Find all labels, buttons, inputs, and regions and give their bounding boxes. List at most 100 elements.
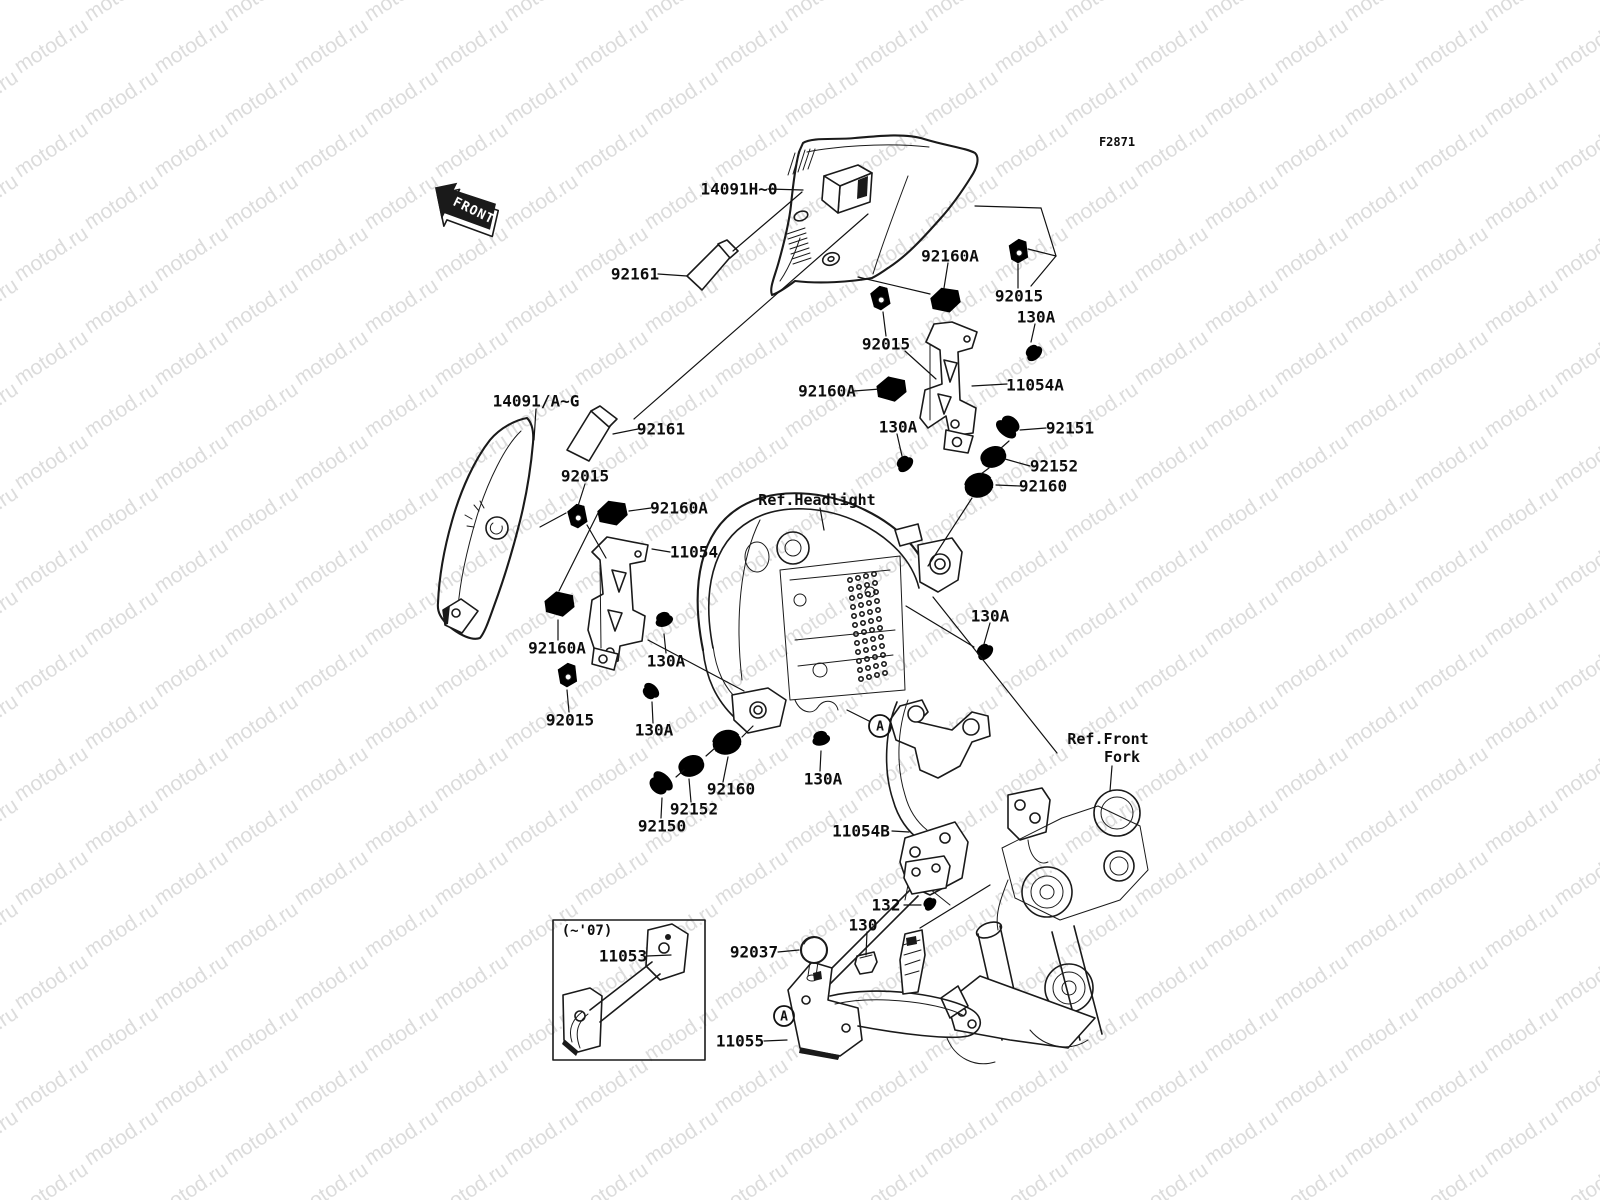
- watermark-text: motod.ru: [1480, 1002, 1562, 1066]
- part-label-11055: 11055: [716, 1032, 764, 1051]
- watermark-text: motod.ru: [780, 586, 862, 650]
- watermark-text: motod.ru: [0, 66, 22, 130]
- part-trim-92161-top: [686, 239, 739, 291]
- part-windshield-14091ag: [436, 416, 535, 640]
- assembly-line: [675, 769, 685, 778]
- watermark-text: motod.ru: [1130, 430, 1212, 494]
- a-marker-circle-1: [868, 714, 892, 738]
- watermark-text: motod.ru: [290, 118, 372, 182]
- watermark-text: motod.ru: [990, 1054, 1072, 1118]
- watermark-text: motod.ru: [1410, 430, 1492, 494]
- watermark-text: motod.ru: [10, 846, 92, 910]
- leader-line: [882, 311, 887, 337]
- watermark-text: motod.ru: [1270, 430, 1352, 494]
- leader-line: [628, 507, 652, 512]
- watermark-text: motod.ru: [1340, 1002, 1422, 1066]
- watermark-text: motod.ru: [1340, 378, 1422, 442]
- watermark-text: motod.ru: [430, 950, 512, 1014]
- watermark-text: motod.ru: [0, 0, 22, 26]
- watermark-text: motod.ru: [10, 14, 92, 78]
- watermark-text: motod.ru: [1060, 66, 1142, 130]
- watermark-text: motod.ru: [0, 898, 22, 962]
- watermark-text: motod.ru: [1270, 118, 1352, 182]
- leader-line: [896, 433, 903, 457]
- leader-line: [651, 548, 671, 553]
- assembly-line: [647, 639, 745, 692]
- watermark-text: motod.ru: [990, 846, 1072, 910]
- watermark-text: motod.ru: [570, 1054, 652, 1118]
- assembly-line: [846, 709, 870, 722]
- watermark-text: motod.ru: [1130, 14, 1212, 78]
- watermark-text: motod.ru: [430, 638, 512, 702]
- watermark-text: motod.ru: [1550, 1054, 1600, 1118]
- part-bracket-11054a: [919, 321, 978, 454]
- assembly-line: [586, 524, 607, 559]
- watermark-text: motod.ru: [10, 1054, 92, 1118]
- watermark-text: motod.ru: [990, 118, 1072, 182]
- watermark-text: motod.ru: [1340, 66, 1422, 130]
- watermark-text: motod.ru: [80, 66, 162, 130]
- part-plate-132: [903, 855, 951, 895]
- part-label-132: 132: [872, 896, 901, 915]
- watermark-text: motod.ru: [430, 430, 512, 494]
- watermark-text: motod.ru: [150, 118, 232, 182]
- watermark-text: motod.ru: [990, 222, 1072, 286]
- watermark-text: motod.ru: [710, 14, 792, 78]
- watermark-text: motod.ru: [1550, 1158, 1600, 1200]
- watermark-text: motod.ru: [1130, 1158, 1212, 1200]
- watermark-text: motod.ru: [1270, 14, 1352, 78]
- watermark-text: motod.ru: [1130, 742, 1212, 806]
- watermark-text: motod.ru: [290, 1054, 372, 1118]
- watermark-text: motod.ru: [710, 1158, 792, 1200]
- watermark-text: motod.ru: [640, 0, 722, 26]
- watermark-text: motod.ru: [1550, 742, 1600, 806]
- watermark-text: motod.ru: [570, 118, 652, 182]
- part-label-11054b: 11054B: [832, 822, 890, 841]
- watermark-text: motod.ru: [850, 222, 932, 286]
- watermark-text: motod.ru: [1410, 950, 1492, 1014]
- watermark-text: motod.ru: [1130, 118, 1212, 182]
- watermark-text: motod.ru: [1200, 898, 1282, 962]
- watermark-text: motod.ru: [1270, 326, 1352, 390]
- watermark-text: motod.ru: [1480, 378, 1562, 442]
- watermark-text: motod.ru: [360, 0, 442, 26]
- watermark-text: motod.ru: [360, 482, 442, 546]
- part-label-92160a-2: 92160A: [798, 382, 856, 401]
- assembly-line: [732, 191, 803, 252]
- watermark-text: motod.ru: [1270, 950, 1352, 1014]
- watermark-text: motod.ru: [1410, 1158, 1492, 1200]
- watermark-text: motod.ru: [1480, 794, 1562, 858]
- part-label-ref-headlight: Ref.Headlight: [758, 491, 875, 509]
- assembly-line: [857, 276, 931, 295]
- watermark-text: motod.ru: [290, 742, 372, 806]
- watermark-text: motod.ru: [430, 1158, 512, 1200]
- headlight-adjuster-knurl: [846, 570, 888, 682]
- watermark-text: motod.ru: [1130, 326, 1212, 390]
- watermark-text: motod.ru: [360, 274, 442, 338]
- watermark-text: motod.ru: [430, 118, 512, 182]
- watermark-text: motod.ru: [640, 1106, 722, 1170]
- watermark-text: motod.ru: [850, 430, 932, 494]
- watermark-text: motod.ru: [640, 1002, 722, 1066]
- leader-line: [971, 383, 1008, 387]
- watermark-text: motod.ru: [710, 430, 792, 494]
- watermark-text: motod.ru: [1410, 846, 1492, 910]
- part-label-92160a-3: 92160A: [650, 499, 708, 518]
- watermark-text: motod.ru: [10, 534, 92, 598]
- part-label-14091-ag: 14091/A~G: [493, 392, 580, 411]
- part-label-ref-fork-1: Ref.Front: [1067, 730, 1148, 748]
- watermark-text: motod.ru: [80, 794, 162, 858]
- watermark-text: motod.ru: [1480, 0, 1562, 26]
- part-label-figure-code: F2871: [1099, 135, 1135, 149]
- watermark-text: motod.ru: [80, 1002, 162, 1066]
- part-label-ref-fork-2: Fork: [1104, 748, 1140, 766]
- leader-line: [865, 931, 868, 956]
- watermark-text: motod.ru: [1270, 1158, 1352, 1200]
- watermark-text: motod.ru: [1410, 742, 1492, 806]
- watermark-text: motod.ru: [1060, 274, 1142, 338]
- watermark-text: motod.ru: [10, 1158, 92, 1200]
- watermark-text: motod.ru: [850, 1054, 932, 1118]
- watermark-text: motod.ru: [1060, 1106, 1142, 1170]
- part-damper-92160a-c: [595, 497, 630, 529]
